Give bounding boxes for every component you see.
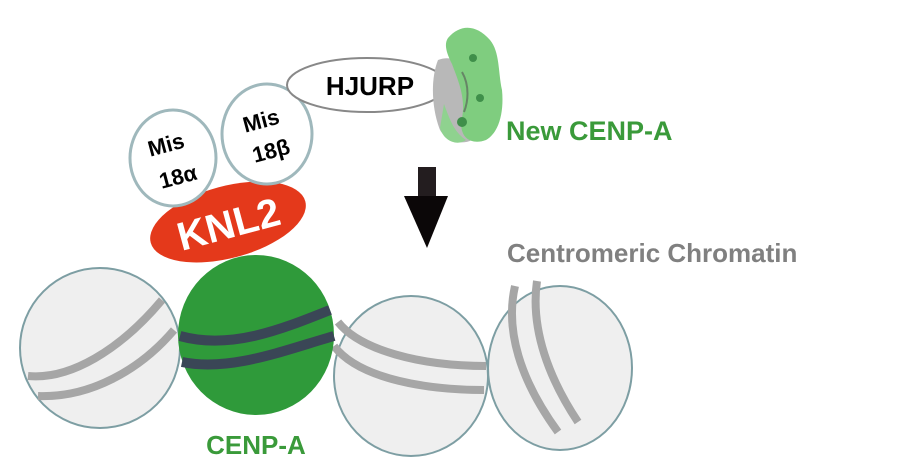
down-arrow-icon	[404, 167, 448, 248]
dna-strand	[330, 343, 485, 394]
cenpa-label: CENP-A	[206, 430, 306, 460]
mis18-beta: Mis 18β	[220, 82, 314, 186]
nucleosome-3	[330, 295, 489, 457]
mis18-alpha: Mis 18α	[128, 108, 218, 208]
cenpa-nucleosome	[178, 255, 336, 415]
dna-strand	[531, 280, 582, 425]
dna-strand	[334, 319, 487, 370]
dna-strand	[37, 327, 178, 401]
nucleosome-1	[19, 267, 181, 429]
dna-strand-dark	[180, 331, 336, 370]
dna-strand-dark	[178, 305, 332, 346]
new-cenpa-structure	[432, 27, 503, 143]
nucleosome-4	[487, 280, 633, 451]
hjurp-label: HJURP	[326, 71, 414, 101]
new-cenpa-label: New CENP-A	[506, 116, 673, 146]
dna-strand	[27, 297, 166, 381]
centromeric-chromatin-label: Centromeric Chromatin	[507, 238, 797, 268]
hjurp-protein: HJURP	[286, 57, 448, 113]
dna-strand	[508, 285, 562, 435]
